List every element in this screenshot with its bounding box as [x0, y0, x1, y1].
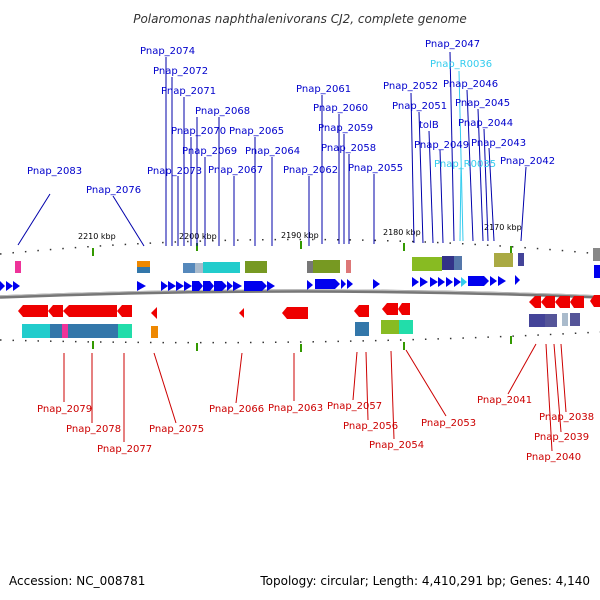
gene-label: Pnap_2065	[229, 126, 284, 137]
gene-label: Pnap_2061	[296, 84, 351, 95]
gene-label: Pnap_2057	[327, 401, 382, 412]
gene-label: Pnap_2068	[195, 106, 250, 117]
gene-label: Pnap_2062	[283, 165, 338, 176]
outer-scale-ring	[0, 238, 600, 255]
rna-feature	[461, 277, 467, 287]
scale-ticks	[92, 241, 512, 352]
gene-label: Pnap_2055	[348, 163, 403, 174]
map-title: Polaromonas naphthalenivorans CJ2, compl…	[133, 12, 467, 26]
gene-label: Pnap_2051	[392, 101, 447, 112]
gene-label: Pnap_2039	[534, 432, 589, 443]
gene-label: Pnap_2070	[171, 126, 226, 137]
inner-scale-ring	[0, 331, 600, 344]
bottom-leader-lines	[63, 343, 567, 452]
genome-backbone	[0, 289, 600, 299]
gene-label: Pnap_2076	[86, 185, 141, 196]
gene-label: Pnap_2044	[458, 118, 513, 129]
accession-text: Accession: NC_008781	[9, 574, 146, 588]
rna-leader-lines	[458, 70, 464, 242]
top-gene-labels: Pnap_2047 Pnap_R0036 Pnap_2074 Pnap_2072…	[27, 39, 555, 196]
gene-label: Pnap_2058	[321, 143, 376, 154]
scale-label: 2190 kbp	[281, 231, 319, 240]
scale-label: 2200 kbp	[179, 232, 217, 241]
gene-label: Pnap_2047	[425, 39, 480, 50]
gene-label: Pnap_2045	[455, 98, 510, 109]
gene-label: Pnap_2041	[477, 395, 532, 406]
gene-label: Pnap_2075	[149, 424, 204, 435]
scale-label: 2210 kbp	[78, 232, 116, 241]
gene-label: Pnap_2072	[153, 66, 208, 77]
gene-label: Pnap_2054	[369, 440, 424, 451]
scale-label: 2180 kbp	[383, 228, 421, 237]
gene-label: Pnap_2040	[526, 452, 581, 463]
gene-label: Pnap_2053	[421, 418, 476, 429]
gene-label: Pnap_2038	[539, 412, 594, 423]
gene-label: Pnap_2073	[147, 166, 202, 177]
genome-backbone-highlight	[0, 289, 600, 297]
gene-label: Pnap_2074	[140, 46, 195, 57]
gene-label: Pnap_2046	[443, 79, 498, 90]
gene-label: Pnap_2066	[209, 404, 264, 415]
bottom-feature-blocks	[22, 313, 580, 338]
gene-label: Pnap_2083	[27, 166, 82, 177]
top-feature-blocks	[15, 248, 600, 273]
gene-label: Pnap_2063	[268, 403, 323, 414]
gene-label: Pnap_2078	[66, 424, 121, 435]
gene-label: Pnap_2060	[313, 103, 368, 114]
gene-label: tolB	[419, 120, 439, 131]
scale-label: 2170 kbp	[484, 223, 522, 232]
gene-label: Pnap_2049	[414, 140, 469, 151]
gene-label: Pnap_2043	[471, 138, 526, 149]
gene-label: Pnap_2071	[161, 86, 216, 97]
bottom-gene-labels: Pnap_2079 Pnap_2066 Pnap_2063 Pnap_2057 …	[37, 395, 594, 463]
gene-label: Pnap_2079	[37, 404, 92, 415]
reverse-strand-genes	[18, 295, 600, 319]
gene-label: Pnap_2067	[208, 165, 263, 176]
genome-stats-text: Topology: circular; Length: 4,410,291 bp…	[260, 574, 590, 588]
gene-label: Pnap_2052	[383, 81, 438, 92]
gene-label: Pnap_2069	[182, 146, 237, 157]
forward-strand-genes	[0, 265, 600, 291]
top-leader-lines	[17, 51, 527, 247]
gene-label: Pnap_2064	[245, 146, 300, 157]
gene-label: Pnap_2059	[318, 123, 373, 134]
gene-label: Pnap_2077	[97, 444, 152, 455]
gene-label: Pnap_2056	[343, 421, 398, 432]
rna-label: Pnap_R0036	[430, 59, 492, 70]
rna-label: Pnap_R0035	[434, 159, 496, 170]
gene-label: Pnap_2042	[500, 156, 555, 167]
